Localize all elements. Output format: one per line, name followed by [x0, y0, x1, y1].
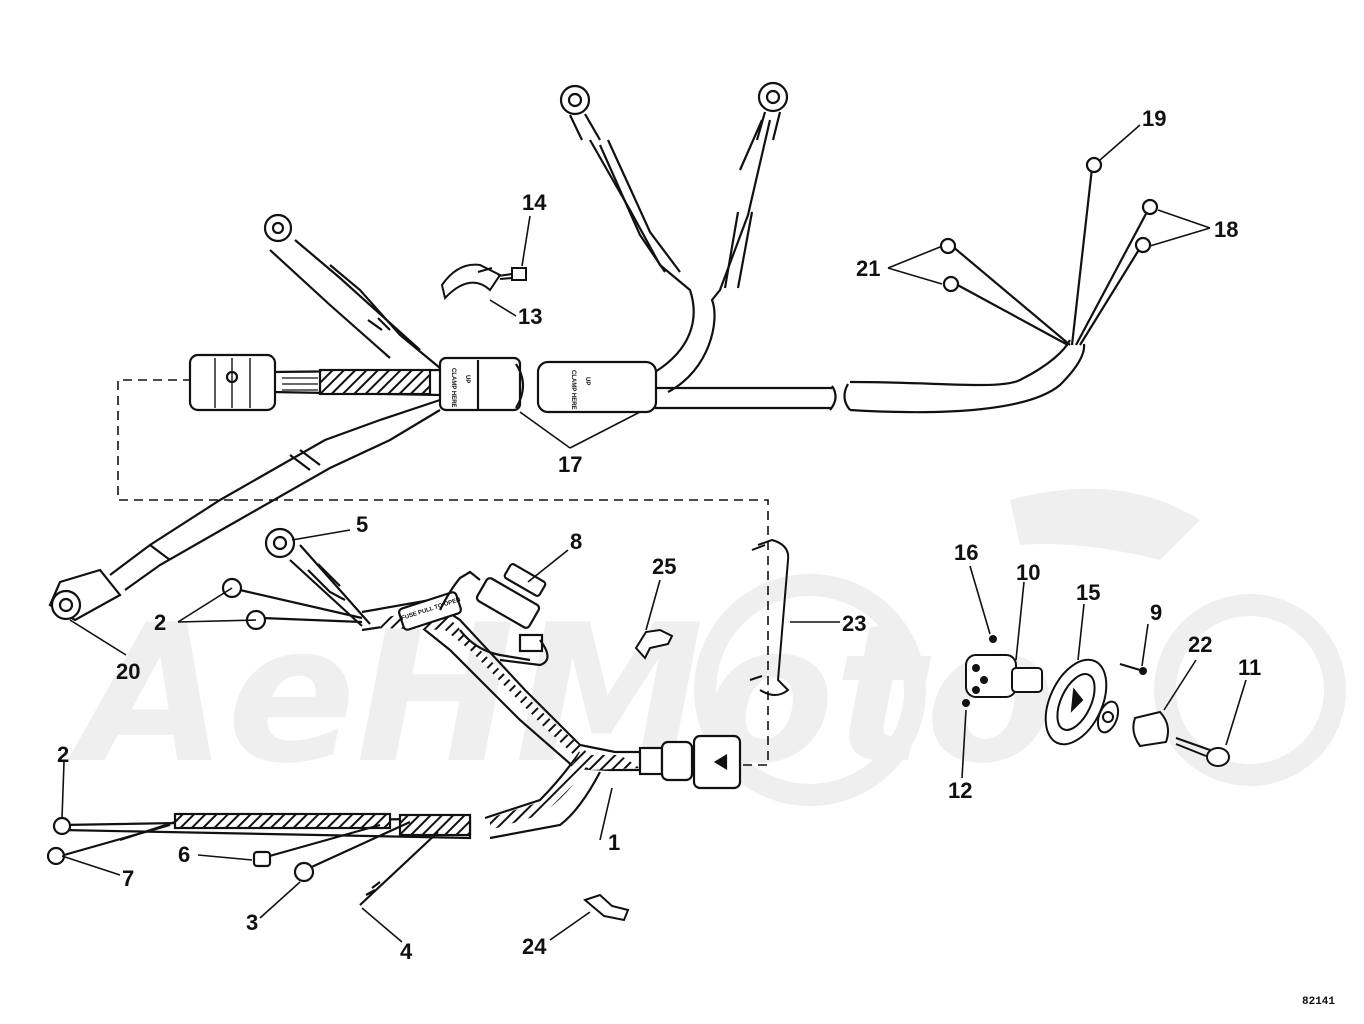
callout-23: 23 — [842, 611, 866, 636]
callouts: 1 2 2 3 4 5 6 7 8 9 10 11 12 13 14 15 16… — [57, 106, 1261, 964]
upper-harness — [48, 81, 1159, 622]
dashed-connection — [117, 379, 769, 766]
screw-14 — [497, 267, 527, 281]
callout-11: 11 — [1238, 655, 1261, 680]
callout-3: 3 — [246, 910, 258, 935]
callout-13: 13 — [518, 304, 542, 329]
clamp-tag-right-text: CLAMP HERE — [570, 370, 576, 410]
clamp-tag-right-dir: UP — [584, 377, 590, 385]
callout-2a: 2 — [154, 610, 166, 635]
clip-25 — [634, 628, 674, 660]
callout-20: 20 — [116, 659, 140, 684]
callout-19: 19 — [1142, 106, 1166, 131]
clamp-23 — [749, 538, 790, 696]
clamp-tag-left-text: CLAMP HERE — [450, 368, 456, 408]
callout-4: 4 — [400, 939, 413, 964]
callout-22: 22 — [1188, 632, 1212, 657]
callout-18: 18 — [1214, 217, 1238, 242]
callout-7: 7 — [122, 866, 134, 891]
callout-12: 12 — [948, 778, 972, 803]
callout-2b: 2 — [57, 742, 69, 767]
callout-17: 17 — [558, 452, 582, 477]
lower-harness — [46, 527, 742, 906]
callout-24: 24 — [522, 934, 547, 959]
callout-25: 25 — [652, 554, 676, 579]
callout-9: 9 — [1150, 600, 1162, 625]
callout-5: 5 — [356, 512, 368, 537]
clamp-tag-left: CLAMP HERE UP — [450, 368, 470, 408]
leader-lines — [61, 124, 1247, 943]
callout-10: 10 — [1016, 560, 1040, 585]
drawing-number: 82141 — [1302, 996, 1335, 1008]
clamp-tag-right: CLAMP HERE UP — [570, 370, 590, 410]
callout-6: 6 — [178, 842, 190, 867]
ignition-switch-assembly — [962, 635, 1230, 767]
clamp-tag-left-dir: UP — [464, 375, 470, 383]
clamp-13 — [440, 263, 502, 301]
callout-16: 16 — [954, 540, 978, 565]
callout-8: 8 — [570, 529, 582, 554]
callout-21: 21 — [856, 256, 880, 281]
callout-15: 15 — [1076, 580, 1100, 605]
clip-24 — [582, 893, 630, 922]
callout-14: 14 — [522, 190, 547, 215]
callout-1: 1 — [608, 830, 620, 855]
